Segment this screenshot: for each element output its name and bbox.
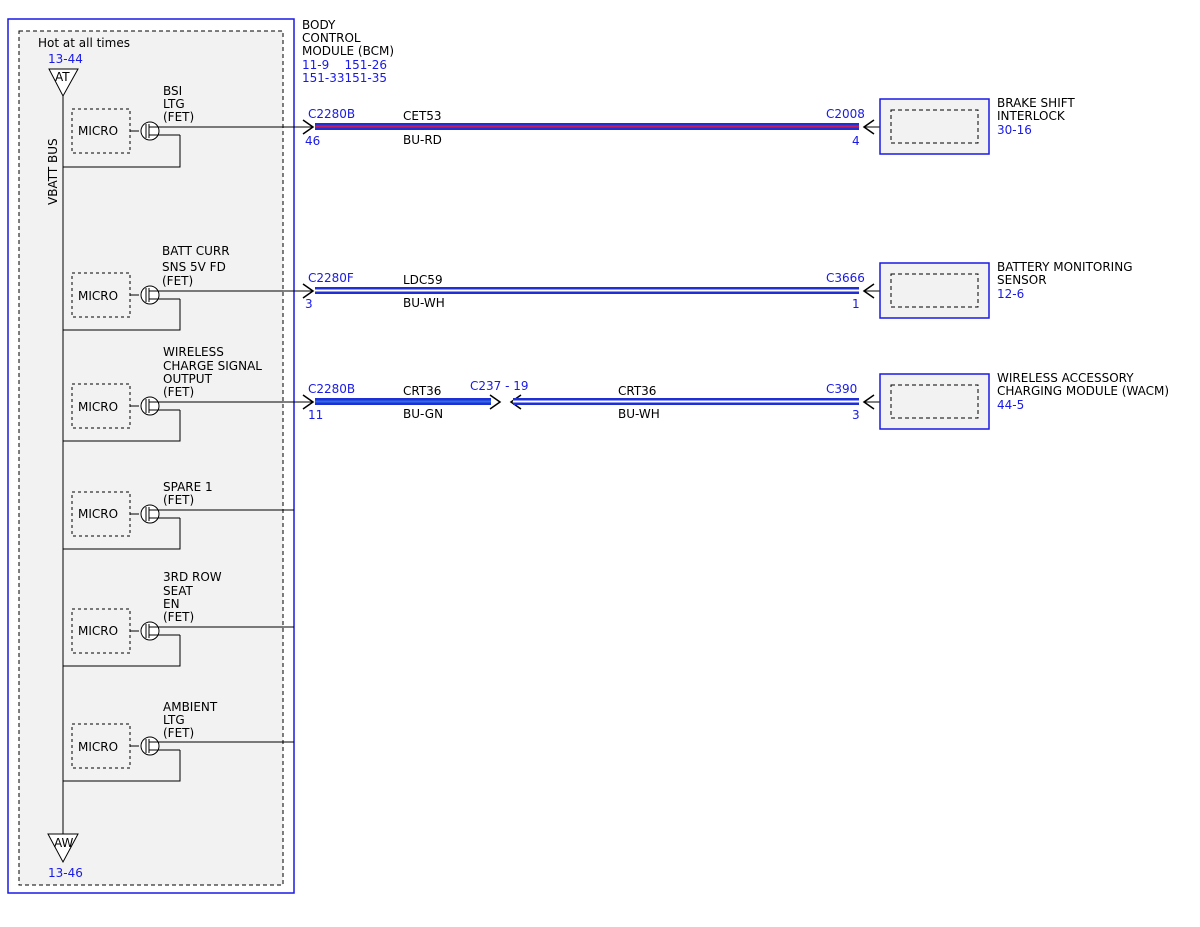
svg-text:CHARGING MODULE (WACM): CHARGING MODULE (WACM) (997, 384, 1169, 398)
vbatt-bus-label: VBATT BUS (46, 138, 60, 205)
svg-text:EN: EN (163, 597, 180, 611)
bcm-pin: 3 (305, 297, 313, 311)
wire-color-2: BU-WH (618, 407, 660, 421)
micro-label: MICRO (78, 400, 118, 414)
device-brake-shift-interlock: BRAKE SHIFT INTERLOCK 30-16 (879, 96, 1075, 155)
micro-label: MICRO (78, 507, 118, 521)
driver-spare-1: MICRO SPARE 1 (FET) (63, 480, 213, 550)
micro-label: MICRO (78, 289, 118, 303)
svg-text:SPARE 1: SPARE 1 (163, 480, 213, 494)
far-connector[interactable]: C3666 (826, 271, 865, 285)
svg-text:SNS 5V FD: SNS 5V FD (162, 260, 226, 274)
circuit-id: LDC59 (403, 273, 443, 287)
driver-bsi-ltg: MICRO BSI LTG (FET) (63, 84, 194, 168)
top-bus-ref[interactable]: 13-44 (48, 52, 83, 66)
bcm-name-3: MODULE (BCM) (302, 44, 394, 58)
wire-color: BU-RD (403, 133, 442, 147)
driver-3rd-row-seat: MICRO 3RD ROW SEAT EN (FET) (63, 570, 222, 667)
device-wacm: WIRELESS ACCESSORY CHARGING MODULE (WACM… (879, 371, 1169, 430)
far-pin: 3 (852, 408, 860, 422)
bottom-bus-symbol: AW (54, 836, 74, 850)
device-battery-monitoring-sensor: BATTERY MONITORING SENSOR 12-6 (879, 260, 1133, 319)
circuit-ldc59: C2280F 3 LDC59 BU-WH C3666 1 (294, 271, 880, 311)
far-connector[interactable]: C390 (826, 382, 857, 396)
svg-text:CHARGE SIGNAL: CHARGE SIGNAL (163, 359, 262, 373)
wire-color: BU-WH (403, 296, 445, 310)
svg-text:(FET): (FET) (163, 610, 194, 624)
svg-text:INTERLOCK: INTERLOCK (997, 109, 1066, 123)
far-pin: 1 (852, 297, 860, 311)
svg-text:(FET): (FET) (163, 385, 194, 399)
bcm-ref-1[interactable]: 11-9 151-26 (302, 58, 387, 72)
svg-text:SENSOR: SENSOR (997, 273, 1047, 287)
svg-text:WIRELESS ACCESSORY: WIRELESS ACCESSORY (997, 371, 1134, 385)
bcm-connector[interactable]: C2280B (308, 107, 355, 121)
svg-text:LTG: LTG (163, 97, 185, 111)
svg-text:AMBIENT: AMBIENT (163, 700, 218, 714)
inline-connector[interactable]: C237 - 19 (470, 379, 529, 393)
bcm-name-2: CONTROL (302, 31, 361, 45)
svg-text:3RD ROW: 3RD ROW (163, 570, 222, 584)
svg-text:BSI: BSI (163, 84, 182, 98)
bottom-bus-ref[interactable]: 13-46 (48, 866, 83, 880)
driver-wireless-charge: MICRO WIRELESS CHARGE SIGNAL OUTPUT (FET… (63, 345, 262, 442)
circuit-cet53: C2280B 46 CET53 BU-RD C2008 4 (294, 107, 880, 148)
svg-text:(FET): (FET) (162, 274, 193, 288)
bcm-connector[interactable]: C2280F (308, 271, 354, 285)
wire-color: BU-GN (403, 407, 443, 421)
svg-text:BATT CURR: BATT CURR (162, 244, 230, 258)
circuit-crt36: C2280B 11 CRT36 BU-GN C237 - 19 CRT36 BU… (294, 379, 880, 422)
micro-label: MICRO (78, 624, 118, 638)
bcm-module-box (7, 18, 295, 894)
svg-text:BRAKE SHIFT: BRAKE SHIFT (997, 96, 1075, 110)
top-bus-symbol: AT (55, 70, 70, 84)
svg-text:SEAT: SEAT (163, 584, 193, 598)
svg-text:BATTERY MONITORING: BATTERY MONITORING (997, 260, 1133, 274)
device-ref[interactable]: 30-16 (997, 123, 1032, 137)
bottom-bus-triangle (47, 833, 79, 864)
svg-text:(FET): (FET) (163, 110, 194, 124)
bcm-connector[interactable]: C2280B (308, 382, 355, 396)
svg-text:OUTPUT: OUTPUT (163, 372, 213, 386)
svg-text:(FET): (FET) (163, 726, 194, 740)
far-pin: 4 (852, 134, 860, 148)
circuit-id: CRT36 (403, 384, 441, 398)
far-connector[interactable]: C2008 (826, 107, 865, 121)
bcm-ref-2[interactable]: 151-33151-35 (302, 71, 387, 85)
device-ref[interactable]: 12-6 (997, 287, 1024, 301)
driver-ambient-ltg: MICRO AMBIENT LTG (FET) (63, 700, 218, 782)
driver-batt-curr: MICRO BATT CURR SNS 5V FD (FET) (63, 244, 230, 331)
bcm-pin: 11 (308, 408, 323, 422)
bcm-name-1: BODY (302, 18, 336, 32)
micro-label: MICRO (78, 740, 118, 754)
bcm-pin: 46 (305, 134, 320, 148)
svg-text:(FET): (FET) (163, 493, 194, 507)
hot-at-all-times-label: Hot at all times (38, 36, 130, 50)
circuit-id: CET53 (403, 109, 442, 123)
micro-label: MICRO (78, 124, 118, 138)
device-ref[interactable]: 44-5 (997, 398, 1024, 412)
svg-text:WIRELESS: WIRELESS (163, 345, 224, 359)
svg-text:LTG: LTG (163, 713, 185, 727)
circuit-id-2: CRT36 (618, 384, 656, 398)
